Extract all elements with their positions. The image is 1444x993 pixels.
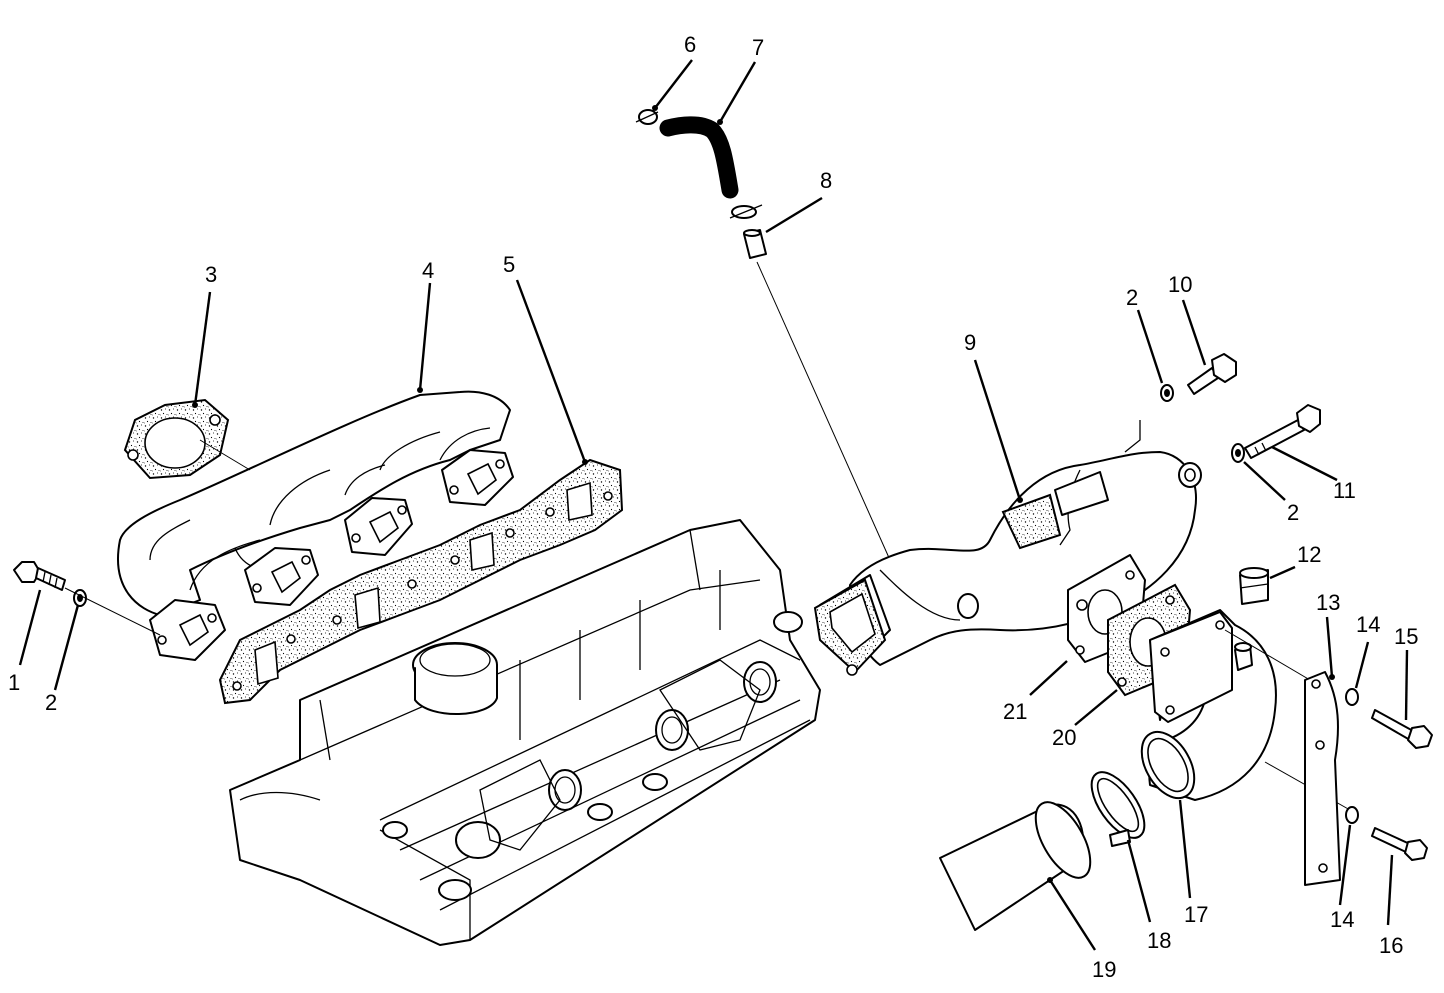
- callout-12: 12: [1297, 542, 1321, 567]
- bracket-13: [1304, 671, 1341, 886]
- callout-2: 2: [45, 690, 57, 715]
- callout-18: 18: [1147, 928, 1171, 953]
- callout-1: 1: [8, 670, 20, 695]
- washer-14-lower: [1345, 806, 1359, 824]
- callout-6: 6: [684, 32, 696, 57]
- callout-16: 16: [1379, 933, 1403, 958]
- callout-4: 4: [422, 258, 434, 283]
- washer-14-upper: [1345, 688, 1359, 706]
- callout-5: 5: [503, 252, 515, 277]
- callout-2: 2: [1287, 500, 1299, 525]
- hose-7: [659, 116, 739, 199]
- callout-3: 3: [205, 262, 217, 287]
- callout-13: 13: [1316, 590, 1340, 615]
- washer-2-upper: [1160, 384, 1174, 402]
- bolt-11: [1244, 404, 1321, 459]
- fitting-8: [743, 229, 767, 259]
- exhaust-riser-17: [1140, 609, 1351, 811]
- callout-15: 15: [1394, 624, 1418, 649]
- callout-9: 9: [964, 330, 976, 355]
- bolt-10: [1187, 353, 1237, 395]
- exhaust-hose-19: [939, 801, 1092, 931]
- callout-leaders: [18, 59, 1409, 951]
- hose-clamp-18: [1090, 771, 1146, 847]
- clamp-6: [635, 109, 659, 125]
- callout-11: 11: [1333, 478, 1356, 503]
- cylinder-head: [229, 519, 821, 946]
- callout-labels: 1 2 3 4 5 6 7 8 9 2 10 11 2 12 13 14 15 …: [8, 32, 1418, 982]
- washer-2-right: [1231, 443, 1245, 463]
- exhaust-elbow: [813, 420, 1202, 676]
- round-exhaust-gasket: [123, 398, 251, 480]
- callout-8: 8: [820, 168, 832, 193]
- bolt-15: [1371, 709, 1433, 749]
- manifold-gasket: [218, 458, 624, 705]
- callout-10: 10: [1168, 272, 1192, 297]
- callout-20: 20: [1052, 725, 1076, 750]
- callout-17: 17: [1184, 902, 1208, 927]
- callout-14: 14: [1330, 907, 1354, 932]
- callout-7: 7: [752, 35, 764, 60]
- plug-12: [1239, 567, 1269, 605]
- callout-19: 19: [1092, 957, 1116, 982]
- clamp-lower: [729, 204, 763, 219]
- exhaust-manifold: [117, 390, 514, 661]
- bolt-1: [13, 561, 66, 591]
- callout-21: 21: [1003, 699, 1027, 724]
- callout-14: 14: [1356, 612, 1380, 637]
- bolt-16: [1371, 827, 1428, 861]
- callout-2: 2: [1126, 285, 1138, 310]
